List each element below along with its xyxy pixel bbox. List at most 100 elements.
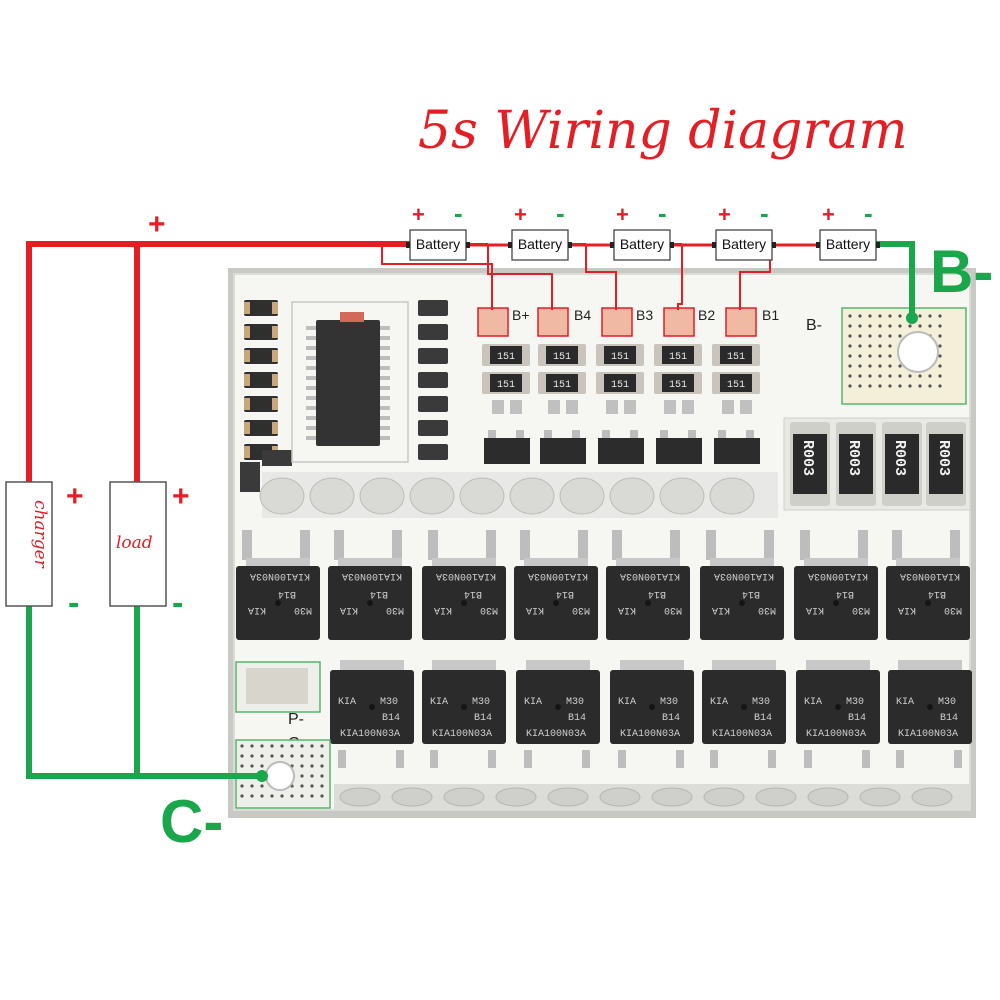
battery-plus-sign: + — [514, 202, 527, 227]
mosfet-part-label: KIA100N03A — [436, 570, 496, 581]
balance-pad: B1 — [725, 307, 779, 337]
left-smd-components — [240, 300, 448, 492]
mosfet-code2-label: B14 — [568, 713, 586, 724]
battery-minus-sign: - — [760, 198, 769, 228]
mosfet-brand-label: KIA — [430, 697, 448, 708]
mosfet-part-label: KIA100N03A — [620, 570, 680, 581]
bottom-solder-bar — [334, 784, 970, 810]
pad-label: B2 — [698, 307, 715, 323]
mosfet-code2-label: B14 — [928, 588, 946, 599]
battery-cell: Battery+- — [406, 198, 470, 261]
battery-label: Battery — [518, 236, 562, 252]
resistor-code: 151 — [727, 352, 745, 363]
battery-minus-sign: - — [864, 198, 873, 228]
mosfet-code-label: M30 — [660, 697, 678, 708]
shunt-code: R003 — [845, 440, 862, 476]
mosfet-code-label: M30 — [944, 604, 962, 615]
mosfet-code-label: M30 — [566, 697, 584, 708]
mosfet-code-label: M30 — [664, 604, 682, 615]
mosfet-code-label: M30 — [572, 604, 590, 615]
mosfet-brand-label: KIA — [618, 604, 636, 615]
mosfet-brand-label: KIA — [526, 604, 544, 615]
charger-minus-sign: - — [68, 584, 79, 622]
shunt-code: R003 — [935, 440, 952, 476]
b-minus-terminal-pad — [841, 307, 967, 405]
battery-plus-sign: + — [822, 202, 835, 227]
battery-plus-sign: + — [412, 202, 425, 227]
mosfet-code2-label: B14 — [848, 713, 866, 724]
mosfet-code2-label: B14 — [556, 588, 574, 599]
balance-pad: B3 — [601, 307, 653, 337]
battery-cell: Battery + - — [816, 198, 880, 261]
mosfet-code2-label: B14 — [662, 713, 680, 724]
mosfet-brand-label: KIA — [896, 697, 914, 708]
mosfet-code-label: M30 — [380, 697, 398, 708]
mosfet-code2-label: B14 — [836, 588, 854, 599]
mosfet-code-label: M30 — [938, 697, 956, 708]
mosfet-part-label: KIA100N03A — [432, 729, 492, 740]
battery-pack: Battery+-Battery+-Battery+-Battery+-Batt… — [406, 198, 880, 261]
load-label: load — [116, 533, 153, 553]
mosfet-part-label: KIA100N03A — [808, 570, 868, 581]
mosfet-code2-label: B14 — [648, 588, 666, 599]
load-plus-sign: + — [172, 480, 190, 513]
battery-label: Battery — [826, 236, 870, 252]
mosfet-code2-label: B14 — [370, 588, 388, 599]
mosfet-brand-label: KIA — [434, 604, 452, 615]
shunt-resistor: R003 — [926, 422, 966, 506]
mosfet-brand-label: KIA — [248, 604, 266, 615]
battery-minus-sign: - — [658, 198, 667, 228]
mosfet-brand-label: KIA — [898, 604, 916, 615]
mosfet-part-label: KIA100N03A — [340, 729, 400, 740]
mosfet-brand-label: KIA — [806, 604, 824, 615]
mosfet-brand-label: KIA — [710, 697, 728, 708]
load-component: load + - — [109, 480, 190, 622]
charger-label: charger — [30, 500, 50, 569]
main-positive-sign: + — [148, 208, 166, 241]
mosfet-code-label: M30 — [472, 697, 490, 708]
resistor-code: 151 — [497, 352, 515, 363]
charger-component: charger + - — [5, 480, 84, 622]
balance-lead — [585, 244, 617, 310]
mosfet: KIA100N03A KIA M30 B14 — [328, 530, 412, 640]
shunt-resistor: R003 — [882, 422, 922, 506]
mosfet-part-label: KIA100N03A — [806, 729, 866, 740]
mosfet-code2-label: B14 — [940, 713, 958, 724]
mosfet-part-label: KIA100N03A — [714, 570, 774, 581]
mosfet-brand-label: KIA — [340, 604, 358, 615]
mosfet-part-label: KIA100N03A — [342, 570, 402, 581]
resistor-code: 151 — [669, 380, 687, 391]
mosfet-brand-label: KIA — [712, 604, 730, 615]
positive-main-wire — [26, 241, 410, 484]
b-minus-wire — [872, 241, 915, 318]
diagram-title: 5s Wiring diagram — [418, 101, 908, 161]
p-minus-pad — [235, 661, 321, 713]
charger-plus-sign: + — [66, 480, 84, 513]
battery-minus-sign: - — [454, 198, 463, 228]
mosfet-code2-label: B14 — [742, 588, 760, 599]
mosfet-code-label: M30 — [386, 604, 404, 615]
balance-lead — [381, 244, 493, 310]
pad-label: B3 — [636, 307, 653, 323]
load-minus-sign: - — [172, 584, 183, 622]
resistor-code: 151 — [553, 352, 571, 363]
resistor-code: 151 — [727, 380, 745, 391]
mosfet-part-label: KIA100N03A — [620, 729, 680, 740]
balance-pad: B+ — [477, 307, 530, 337]
resistor-code: 151 — [611, 352, 629, 363]
